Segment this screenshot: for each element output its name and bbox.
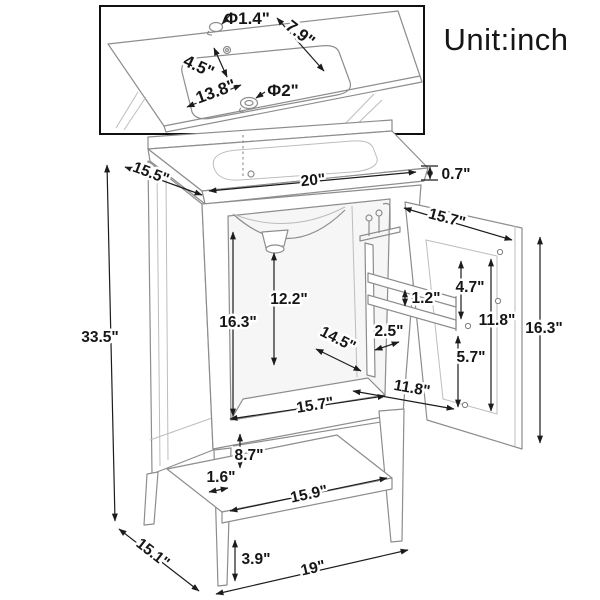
faucet-hardware [359, 202, 401, 242]
dim-shelf-gap-height: 8.7" [235, 447, 264, 464]
dim-cabinet-inner-height: 16.3" [219, 314, 257, 331]
dim-rack-bottom-gap: 5.7" [457, 349, 486, 366]
dim-door-height: 16.3" [525, 320, 563, 337]
dim-rack-rail-gap: 1.2" [412, 290, 441, 307]
rack-left-post [364, 242, 376, 378]
dim-faucet-hole-dia: Φ1.4" [224, 9, 270, 28]
inset-countertop-art [107, 10, 423, 133]
dim-drain-hole-dia: Φ2" [267, 81, 298, 100]
back-left-leg [143, 471, 159, 526]
left-side-panel [147, 160, 214, 475]
dim-door-panel-height: 11.8" [479, 312, 516, 329]
dim-sink-to-floor: 12.2" [270, 291, 308, 308]
door-hole [496, 248, 504, 256]
dim-rack-top-gap: 4.7" [456, 279, 485, 296]
drain-hole [239, 96, 259, 110]
dim-base-width: 19" [299, 557, 327, 579]
dim-overall-height: 33.5" [81, 329, 119, 346]
dim-counter-thickness: 0.7" [442, 166, 471, 183]
faucet-hole [208, 21, 224, 33]
door-hole [461, 401, 469, 409]
dim-rack-rail-depth: 2.5" [375, 323, 404, 340]
sink-drain [261, 229, 289, 249]
dim-frame-thickness: 1.6" [207, 469, 236, 486]
inset-detail-view: Φ1.4" 7.9" 4.5" 13.8" Φ2" [99, 5, 425, 135]
dim-counter-width: 20" [300, 171, 326, 190]
dim-leg-height: 3.9" [242, 551, 271, 568]
sink-bowl [232, 209, 346, 240]
unit-label: Unit:inch [443, 22, 568, 57]
door-hole [464, 322, 472, 330]
door-hole [494, 297, 502, 305]
